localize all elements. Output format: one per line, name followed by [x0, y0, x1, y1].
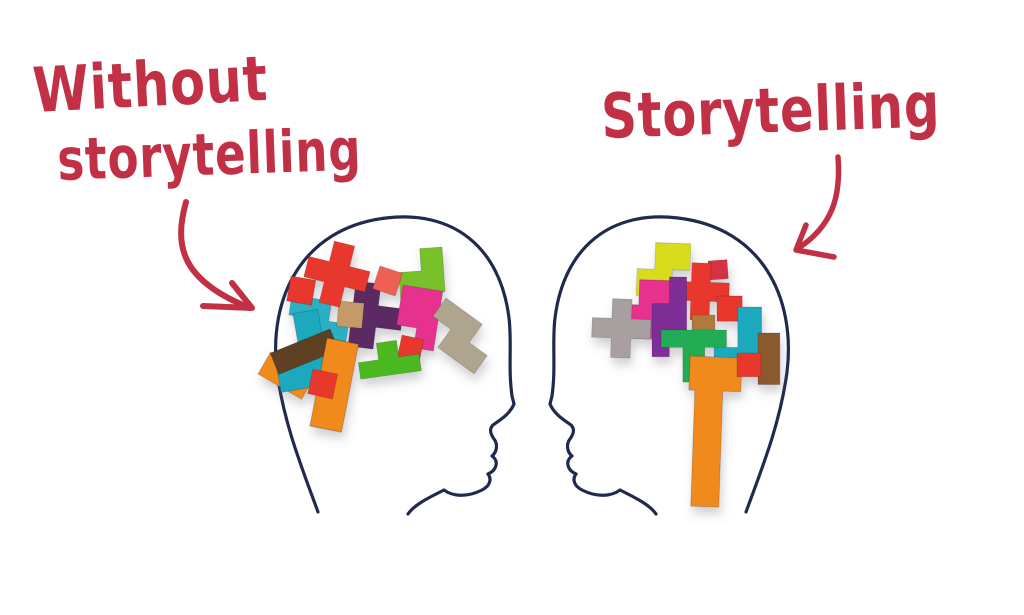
puzzle-block [757, 332, 781, 385]
label-without-line2: storytelling [56, 117, 362, 194]
right-arrow-icon [793, 154, 842, 260]
puzzle-block [307, 368, 339, 400]
puzzle-block [286, 275, 317, 306]
left-brain-blocks [257, 235, 501, 433]
right-brain-blocks [590, 241, 781, 509]
puzzle-block [684, 355, 743, 509]
puzzle-block [336, 300, 365, 329]
puzzle-block [736, 352, 762, 378]
left-arrow-icon [178, 199, 255, 311]
label-without-line1: Without [31, 43, 270, 127]
label-storytelling: Storytelling [600, 70, 941, 154]
